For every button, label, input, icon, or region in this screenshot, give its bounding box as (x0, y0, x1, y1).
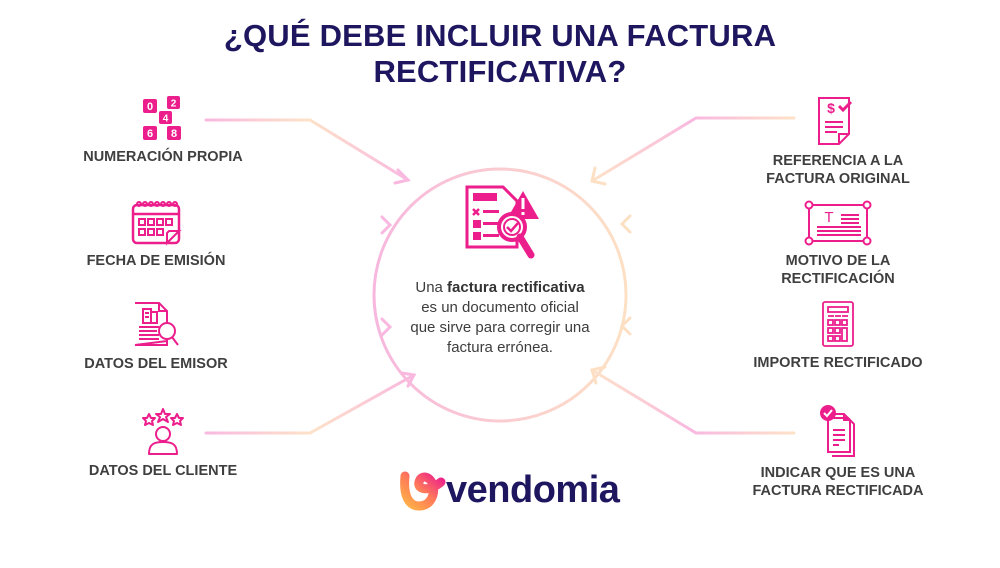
page-title: ¿QUÉ DEBE INCLUIR UNA FACTURA RECTIFICAT… (0, 18, 1000, 90)
label-line-2: RECTIFICACIÓN (781, 271, 895, 287)
description-prefix: Una (415, 279, 448, 296)
item-numeracion-propia: 0 2 4 6 8 NUMERACIÓN PROPIA (60, 96, 266, 166)
item-label: IMPORTE RECTIFICADO (738, 354, 938, 372)
item-motivo-rectificacion: T MOTIVO DE LA RECTIFICACIÓN (738, 200, 938, 288)
label-line-2: FACTURA ORIGINAL (766, 171, 910, 187)
description-bold: factura rectificativa (447, 279, 585, 296)
svg-text:2: 2 (171, 99, 177, 110)
item-label: DATOS DEL CLIENTE (88, 463, 238, 479)
svg-text:4: 4 (163, 114, 169, 125)
label-line-1: IMPORTE RECTIFICADO (753, 355, 923, 371)
item-datos-emisor: DATOS DEL EMISOR (56, 301, 256, 373)
item-label: INDICAR QUE ES UNA FACTURA RECTIFICADA (738, 464, 938, 500)
description-line-4: factura errónea. (447, 339, 553, 356)
center-description: Una factura rectificativa es un document… (388, 278, 612, 358)
label-line-2: FACTURA RECTIFICADA (752, 483, 924, 499)
calculator-icon (822, 301, 854, 347)
calendar-icon (131, 201, 182, 246)
item-fecha-emision: FECHA DE EMISIÓN (56, 200, 256, 270)
brand-name: vendomia (446, 469, 620, 511)
documents-check-icon (820, 405, 855, 457)
center-circle-outline (372, 167, 628, 423)
svg-text:$: $ (827, 100, 835, 116)
svg-text:8: 8 (171, 128, 177, 140)
item-datos-cliente: DATOS DEL CLIENTE (60, 408, 266, 480)
number-blocks-icon: 0 2 4 6 8 (143, 96, 181, 140)
svg-text:T: T (824, 209, 833, 226)
item-label: NUMERACIÓN PROPIA (83, 149, 243, 165)
item-label: DATOS DEL EMISOR (84, 356, 228, 372)
item-importe-rectificado: IMPORTE RECTIFICADO (738, 300, 938, 372)
item-label: REFERENCIA A LA FACTURA ORIGINAL (738, 152, 938, 188)
item-referencia-factura-original: $ REFERENCIA A LA FACTURA ORIGINAL (738, 96, 938, 188)
svg-text:6: 6 (147, 128, 153, 140)
item-indicar-factura-rectificada: INDICAR QUE ES UNA FACTURA RECTIFICADA (738, 404, 938, 500)
label-line-1: REFERENCIA A LA (772, 153, 904, 169)
client-stars-icon (142, 408, 184, 455)
svg-text:0: 0 (147, 101, 153, 113)
item-label: MOTIVO DE LA RECTIFICACIÓN (738, 252, 938, 288)
text-frame-icon: T (804, 200, 872, 246)
item-label: FECHA DE EMISIÓN (86, 253, 226, 269)
description-line-3: que sirve para corregir una (410, 319, 590, 336)
label-line-1: MOTIVO DE LA (785, 253, 891, 269)
company-document-search-icon (134, 302, 179, 346)
label-line-1: INDICAR QUE ES UNA (760, 465, 916, 481)
title-line-2: RECTIFICATIVA? (373, 54, 627, 89)
description-line-2: es un documento oficial (421, 299, 579, 316)
invoice-magnifier-warning-icon (465, 185, 539, 259)
vendomia-swirl-logo-icon (400, 471, 446, 511)
invoice-dollar-check-icon: $ (818, 97, 853, 145)
title-line-1: ¿QUÉ DEBE INCLUIR UNA FACTURA (223, 18, 777, 53)
